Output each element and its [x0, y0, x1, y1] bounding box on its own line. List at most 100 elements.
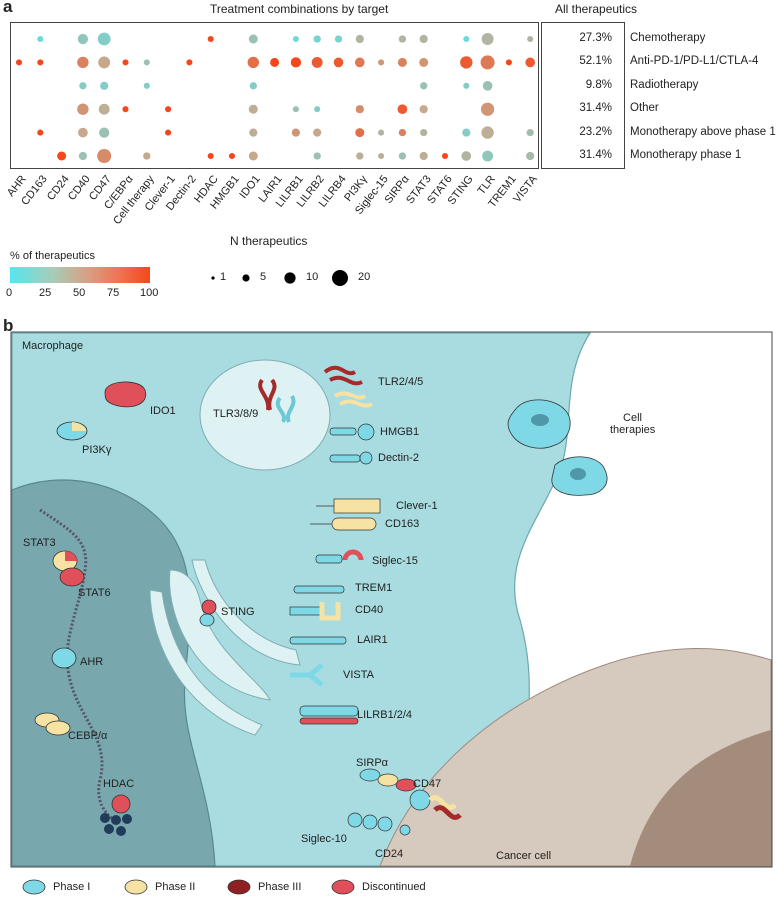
label-cd47: CD47: [413, 778, 442, 790]
row-pct-5: 31.4%: [579, 149, 612, 161]
dot-r1-c11: [247, 56, 260, 69]
label-lair1: LAIR1: [357, 634, 388, 646]
heatmap-dots: [15, 32, 536, 164]
golgi: [149, 559, 301, 736]
label-lilrb: LILRB1/2/4: [357, 709, 413, 721]
cancer-nucleus: [630, 730, 771, 866]
dot-r0-c11: [248, 34, 258, 44]
chromatin-fiber: [39, 508, 116, 822]
panel-a-letter: a: [3, 0, 13, 16]
label-sirpa: SIRPα: [356, 757, 389, 769]
dot-r0-c9: [207, 35, 214, 43]
size-legend-dot-10: [284, 272, 296, 284]
legend-phase3-label: Phase III: [258, 881, 302, 893]
dot-r4-c4: [99, 127, 110, 138]
legend-phase3-swatch: [227, 879, 251, 895]
row-label-2: Radiotherapy: [630, 78, 699, 91]
dot-r4-c16: [355, 128, 365, 138]
row-label-0: Chemotherapy: [630, 32, 706, 44]
legend-discontinued-swatch: [331, 879, 355, 895]
label-dectin2: Dectin-2: [378, 452, 419, 464]
dot-r4-c24: [526, 128, 534, 137]
dot-r1-c18: [397, 57, 407, 67]
label-cd24: CD24: [375, 848, 404, 860]
row-label-1: Anti-PD-1/PD-L1/CTLA-4: [630, 55, 759, 68]
heatmap-title: Treatment combinations by target: [210, 2, 389, 16]
color-tick-3: 75: [107, 287, 120, 299]
dot-r5-c16: [356, 152, 364, 160]
color-legend-title: % of therapeutics: [10, 250, 95, 262]
membrane-receptors: [289, 365, 462, 836]
label-pi3k: PI3Kγ: [82, 444, 112, 456]
dot-r3-c4: [98, 103, 110, 115]
label-trem1: TREM1: [355, 582, 393, 594]
dot-r4-c7: [165, 129, 172, 136]
label-siglec10: Siglec-10: [301, 833, 347, 845]
row-pct-4: 23.2%: [579, 125, 612, 138]
label-hdac: HDAC: [103, 778, 135, 790]
dot-r4-c11: [249, 128, 258, 137]
dot-r1-c22: [480, 55, 495, 70]
dot-r0-c18: [398, 35, 407, 43]
dot-r1-c5: [122, 59, 129, 66]
dot-r4-c3: [78, 127, 88, 138]
label-stat6: STAT6: [78, 587, 111, 599]
label-cancer-cell: Cancer cell: [496, 850, 552, 862]
row-label-5: Monotherapy phase 1: [630, 149, 742, 161]
label-cell-therapies: Cell therapies: [610, 412, 656, 436]
size-legend-title: N therapeutics: [230, 234, 308, 248]
dot-r4-c22: [481, 126, 494, 139]
dot-r3-c11: [248, 104, 258, 114]
dot-r3-c3: [77, 103, 89, 115]
dot-r0-c16: [355, 34, 364, 44]
dot-r1-c1: [37, 59, 44, 66]
row-pct-1: 52.1%: [579, 55, 612, 68]
dot-r2-c21: [463, 82, 470, 89]
dot-r1-c19: [419, 57, 429, 67]
label-sting: STING: [221, 606, 255, 618]
color-legend-bar: [10, 267, 150, 283]
dot-r1-c4: [98, 56, 111, 69]
row-label-4: Monotherapy above phase 1: [630, 125, 776, 138]
dot-r1-c21: [460, 56, 473, 69]
dot-r2-c22: [482, 80, 493, 91]
label-tlr389: TLR3/8/9: [213, 408, 259, 420]
label-clever1: Clever-1: [396, 500, 438, 512]
hdac-protein: [111, 794, 131, 814]
dot-r2-c19: [420, 82, 428, 90]
dot-r2-c6: [143, 82, 150, 89]
row-pct-2: 9.8%: [585, 78, 612, 91]
dot-r0-c4: [97, 32, 111, 46]
row-pct-3: 31.4%: [579, 102, 612, 115]
dot-r0-c24: [527, 35, 534, 43]
dot-r1-c0: [15, 59, 23, 66]
color-tick-4: 100: [140, 287, 159, 299]
dot-r0-c1: [37, 35, 44, 43]
size-legend: [211, 270, 348, 286]
dot-r1-c6: [143, 59, 150, 66]
dot-r4-c17: [378, 129, 385, 136]
dot-r0-c15: [334, 35, 343, 43]
label-vista: VISTA: [343, 669, 374, 681]
tlr389-receptor: [258, 378, 277, 411]
dot-r0-c22: [481, 33, 494, 45]
label-stat3: STAT3: [23, 537, 56, 549]
dot-r1-c8: [186, 59, 193, 66]
label-tlr245: TLR2/4/5: [378, 376, 424, 388]
label-siglec15: Siglec-15: [372, 555, 418, 567]
color-tick-2: 50: [73, 287, 86, 299]
dot-r1-c16: [354, 57, 365, 68]
dot-r1-c13: [290, 57, 302, 68]
legend-phase2-swatch: [124, 879, 148, 895]
size-legend-dot-5: [242, 274, 250, 282]
dot-r1-c23: [505, 59, 512, 66]
size-legend-dot-1: [211, 276, 215, 280]
dot-r5-c3: [78, 151, 88, 161]
legend-phase1-swatch: [22, 879, 46, 895]
dot-r5-c18: [398, 152, 407, 160]
dot-r5-c11: [248, 151, 258, 161]
dot-r3-c5: [122, 106, 129, 113]
dot-r1-c3: [77, 56, 89, 69]
dot-r0-c21: [463, 35, 470, 43]
